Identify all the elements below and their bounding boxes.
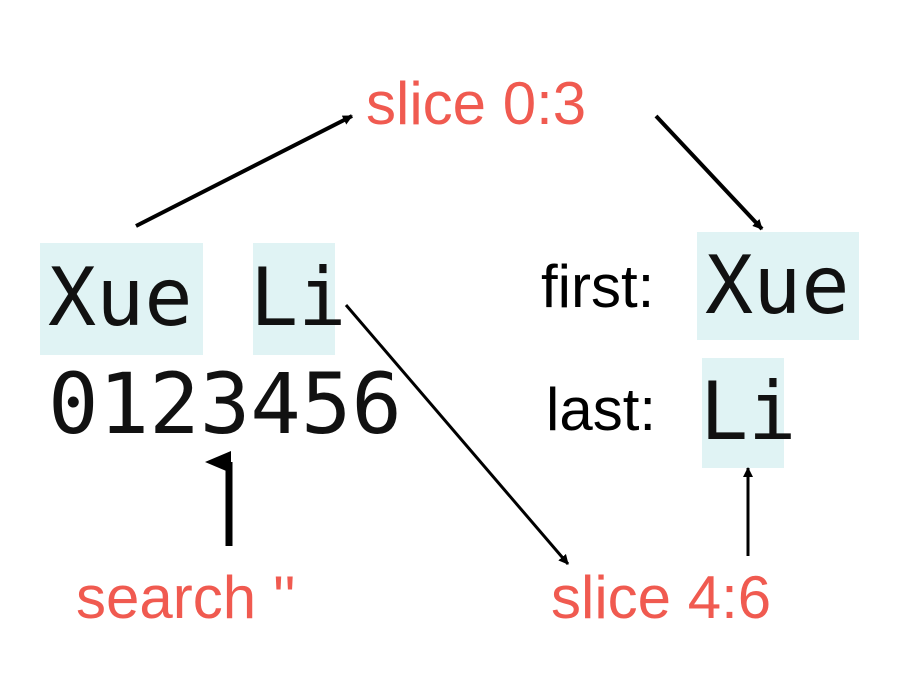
source-indices: 0123456 <box>48 355 403 453</box>
source-last-name: Li <box>250 251 347 344</box>
highlight-first-result <box>697 232 859 340</box>
first-label: first: <box>541 253 655 320</box>
source-first-name: Xue <box>48 251 193 344</box>
arrow-to-slice-first <box>135 114 353 228</box>
last-value: Li <box>700 365 797 458</box>
highlight-last-result <box>702 358 784 468</box>
slice-last-label: slice 4:6 <box>551 564 772 631</box>
arrow-to-slice-last <box>344 304 570 565</box>
arrow-slice-first-to-result <box>654 114 764 231</box>
last-label: last: <box>546 376 657 443</box>
first-value: Xue <box>705 239 850 332</box>
highlight-last-source <box>253 243 335 355</box>
search-label: search '' <box>76 564 296 631</box>
slice-first-label: slice 0:3 <box>366 70 587 137</box>
highlight-first-source <box>40 243 203 355</box>
